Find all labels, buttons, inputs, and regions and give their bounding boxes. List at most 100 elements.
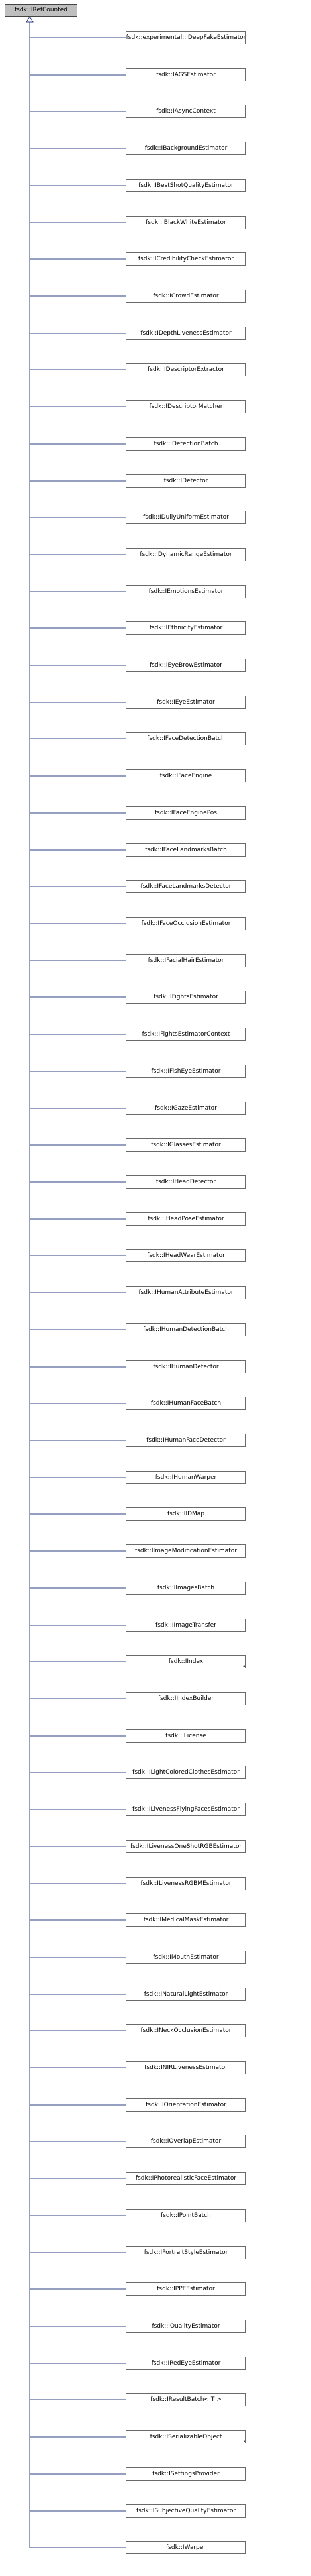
class-node-label: fsdk::IDetector [163, 477, 208, 484]
class-node-ihumandetectionbatch[interactable]: fsdk::IHumanDetectionBatch [126, 1323, 246, 1336]
class-node-iasynccontext[interactable]: fsdk::IAsyncContext [126, 105, 246, 118]
class-node-ieyeestimator[interactable]: fsdk::IEyeEstimator [126, 696, 246, 709]
class-node-ihumanwarper[interactable]: fsdk::IHumanWarper [126, 1471, 246, 1484]
class-node-iorientationestimator[interactable]: fsdk::IOrientationEstimator [126, 2098, 246, 2112]
class-node-label: fsdk::ICrowdEstimator [153, 292, 219, 299]
class-node-iheaddetector[interactable]: fsdk::IHeadDetector [126, 1175, 246, 1189]
class-node-iheadposeestimator[interactable]: fsdk::IHeadPoseEstimator [126, 1212, 246, 1226]
class-node-ibackgroundestimator[interactable]: fsdk::IBackgroundEstimator [126, 142, 246, 155]
class-node-ifightsestimatorcontext[interactable]: fsdk::IFightsEstimatorContext [126, 1028, 246, 1041]
class-node-label: fsdk::IIDMap [167, 1510, 205, 1517]
class-node-idynamicrangeestimator[interactable]: fsdk::IDynamicRangeEstimator [126, 548, 246, 561]
class-node-ibestshotqualityestimator[interactable]: fsdk::IBestShotQualityEstimator [126, 179, 246, 192]
class-node-imedicalmaskestimator[interactable]: fsdk::IMedicalMaskEstimator [126, 1913, 246, 1927]
class-node-ioverlapestimator[interactable]: fsdk::IOverlapEstimator [126, 2135, 246, 2148]
class-node-label: fsdk::IOrientationEstimator [146, 2101, 226, 2108]
class-node-label: fsdk::ILightColoredClothesEstimator [132, 1768, 240, 1776]
class-node-iimagesbatch[interactable]: fsdk::IImagesBatch [126, 1582, 246, 1595]
class-node-iresultbatch-t[interactable]: fsdk::IResultBatch< T > [126, 2393, 246, 2406]
root-class-label: fsdk::IRefCounted [14, 7, 68, 13]
class-node-label: fsdk::IMedicalMaskEstimator [143, 1916, 229, 1923]
class-node-iportraitstyleestimator[interactable]: fsdk::IPortraitStyleEstimator [126, 2246, 246, 2259]
class-node-iserializableobject[interactable]: fsdk::ISerializableObject [126, 2430, 246, 2443]
class-node-ippeestimator[interactable]: fsdk::IPPEEstimator [126, 2282, 246, 2296]
class-node-idepthlivenessestimator[interactable]: fsdk::IDepthLivenessEstimator [126, 327, 246, 340]
class-node-label: fsdk::IHeadDetector [156, 1178, 216, 1185]
class-node-iimagetransfer[interactable]: fsdk::IImageTransfer [126, 1619, 246, 1632]
class-node-label: fsdk::ILivenessFlyingFacesEstimator [132, 1805, 240, 1813]
class-node-ihumandetector[interactable]: fsdk::IHumanDetector [126, 1360, 246, 1373]
class-node-imouthestimator[interactable]: fsdk::IMouthEstimator [126, 1951, 246, 1964]
class-node-ifacedetectionbatch[interactable]: fsdk::IFaceDetectionBatch [126, 732, 246, 745]
class-node-ipointbatch[interactable]: fsdk::IPointBatch [126, 2209, 246, 2222]
class-node-iredeyeestimator[interactable]: fsdk::IRedEyeEstimator [126, 2357, 246, 2370]
class-node-experimental-ideepfakeestimator[interactable]: fsdk::experimental::IDeepFakeEstimator [126, 31, 246, 44]
class-node-ifacialhairestimator[interactable]: fsdk::IFacialHairEstimator [126, 954, 246, 967]
class-node-ihumanattributeestimator[interactable]: fsdk::IHumanAttributeEstimator [126, 1286, 246, 1299]
class-node-label: fsdk::IGlassesEstimator [151, 1141, 221, 1148]
class-node-label: fsdk::IHumanFaceDetector [146, 1436, 226, 1444]
class-node-iimagemodificationestimator[interactable]: fsdk::IImageModificationEstimator [126, 1544, 246, 1558]
class-node-idescriptorextractor[interactable]: fsdk::IDescriptorExtractor [126, 363, 246, 376]
class-node-label: fsdk::IFacialHairEstimator [148, 957, 224, 964]
class-node-ilivenessrgbmestimator[interactable]: fsdk::ILivenessRGBMEstimator [126, 1877, 246, 1890]
class-node-ineckocclusionestimator[interactable]: fsdk::INeckOcclusionEstimator [126, 2024, 246, 2037]
class-node-ifacelandmarksdetector[interactable]: fsdk::IFaceLandmarksDetector [126, 880, 246, 893]
class-node-label: fsdk::IPhotorealisticFaceEstimator [135, 2174, 237, 2182]
root-class-node: fsdk::IRefCounted [5, 4, 77, 17]
class-node-ieyebrowestimator[interactable]: fsdk::IEyeBrowEstimator [126, 659, 246, 672]
class-node-ifisheyeestimator[interactable]: fsdk::IFishEyeEstimator [126, 1065, 246, 1078]
class-node-icrowdestimator[interactable]: fsdk::ICrowdEstimator [126, 290, 246, 303]
class-node-isubjectivequalityestimator[interactable]: fsdk::ISubjectiveQualityEstimator [126, 2504, 246, 2518]
class-node-label: fsdk::IEyeBrowEstimator [149, 661, 223, 669]
class-node-label: fsdk::IPPEEstimator [157, 2285, 215, 2292]
class-node-label: fsdk::IFaceEnginePos [155, 809, 217, 816]
class-node-iindex[interactable]: fsdk::IIndex [126, 1655, 246, 1668]
class-node-label: fsdk::IPortraitStyleEstimator [144, 2249, 228, 2256]
class-node-inaturallightestimator[interactable]: fsdk::INaturalLightEstimator [126, 1988, 246, 2001]
class-node-iheadwearestimator[interactable]: fsdk::IHeadWearEstimator [126, 1249, 246, 1262]
class-node-iwarper[interactable]: fsdk::IWarper [126, 2541, 246, 2554]
class-node-ilivenessflyingfacesestimator[interactable]: fsdk::ILivenessFlyingFacesEstimator [126, 1803, 246, 1816]
class-node-inirlivenessestimator[interactable]: fsdk::INIRLivenessEstimator [126, 2061, 246, 2074]
class-node-idescriptormatcher[interactable]: fsdk::IDescriptorMatcher [126, 400, 246, 413]
class-node-label: fsdk::IOverlapEstimator [150, 2137, 222, 2145]
class-node-label: fsdk::IFaceDetectionBatch [147, 735, 225, 742]
class-node-label: fsdk::IResultBatch< T > [150, 2396, 222, 2403]
class-node-label: fsdk::IImageTransfer [156, 1621, 216, 1629]
class-node-iglassesestimator[interactable]: fsdk::IGlassesEstimator [126, 1138, 246, 1152]
class-node-iagsestimator[interactable]: fsdk::IAGSEstimator [126, 68, 246, 81]
class-node-ilivenessoneshotrgbestimator[interactable]: fsdk::ILivenessOneShotRGBEstimator [126, 1840, 246, 1853]
class-node-label: fsdk::IMouthEstimator [153, 1953, 219, 1960]
class-node-iidmap[interactable]: fsdk::IIDMap [126, 1507, 246, 1521]
class-node-igazeestimator[interactable]: fsdk::IGazeEstimator [126, 1102, 246, 1115]
class-node-idetector[interactable]: fsdk::IDetector [126, 474, 246, 488]
class-node-iemotionsestimator[interactable]: fsdk::IEmotionsEstimator [126, 585, 246, 598]
class-node-label: fsdk::IImageModificationEstimator [135, 1547, 237, 1554]
class-node-label: fsdk::IImagesBatch [157, 1584, 215, 1591]
class-node-ifacelandmarksbatch[interactable]: fsdk::IFaceLandmarksBatch [126, 843, 246, 857]
class-node-label: fsdk::IIndexBuilder [157, 1695, 214, 1702]
class-node-label: fsdk::IBestShotQualityEstimator [138, 182, 234, 189]
class-node-ihumanfacebatch[interactable]: fsdk::IHumanFaceBatch [126, 1397, 246, 1410]
class-node-ihumanfacedetector[interactable]: fsdk::IHumanFaceDetector [126, 1434, 246, 1447]
class-node-isettingsprovider[interactable]: fsdk::ISettingsProvider [126, 2467, 246, 2481]
class-node-label: fsdk::IFaceLandmarksBatch [145, 846, 227, 853]
class-node-label: fsdk::ILicense [165, 1732, 206, 1739]
class-node-iphotorealisticfaceestimator[interactable]: fsdk::IPhotorealisticFaceEstimator [126, 2172, 246, 2185]
class-node-ifaceenginepos[interactable]: fsdk::IFaceEnginePos [126, 806, 246, 820]
class-node-ilightcoloredclothesestimator[interactable]: fsdk::ILightColoredClothesEstimator [126, 1766, 246, 1779]
class-node-icredibilitycheckestimator[interactable]: fsdk::ICredibilityCheckEstimator [126, 252, 246, 266]
class-node-iblackwhiteestimator[interactable]: fsdk::IBlackWhiteEstimator [126, 216, 246, 229]
class-node-idetectionbatch[interactable]: fsdk::IDetectionBatch [126, 437, 246, 451]
class-node-ifaceocclusionestimator[interactable]: fsdk::IFaceOcclusionEstimator [126, 917, 246, 930]
class-node-label: fsdk::IHumanWarper [155, 1474, 217, 1481]
class-node-ilicense[interactable]: fsdk::ILicense [126, 1729, 246, 1743]
class-node-ifightsestimator[interactable]: fsdk::IFightsEstimator [126, 991, 246, 1004]
class-node-idullyuniformestimator[interactable]: fsdk::IDullyUniformEstimator [126, 511, 246, 524]
class-node-iqualityestimator[interactable]: fsdk::IQualityEstimator [126, 2320, 246, 2333]
class-node-iethnicityestimator[interactable]: fsdk::IEthnicityEstimator [126, 621, 246, 635]
class-node-ifaceengine[interactable]: fsdk::IFaceEngine [126, 769, 246, 782]
class-node-label: fsdk::IDescriptorMatcher [149, 403, 223, 410]
class-node-iindexbuilder[interactable]: fsdk::IIndexBuilder [126, 1692, 246, 1705]
